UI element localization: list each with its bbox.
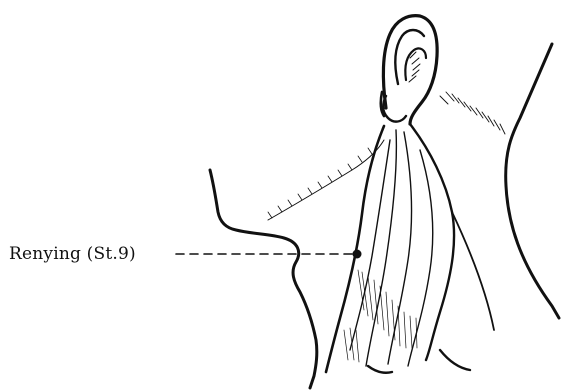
chin-and-throat-outline [210,170,317,388]
ear-inner-helix [395,30,424,84]
neck-lower-contour [452,212,494,330]
jaw-hatching [268,148,372,218]
ear-antihelix [405,48,426,80]
muscle-shading [344,270,417,362]
acupoint-marker [353,250,362,259]
hair-shading [440,92,505,134]
clavicle-lines [368,350,470,373]
ear-shading [409,52,420,82]
ear-drawing [381,16,437,124]
ear-outer-outline [383,16,437,124]
muscle-front-edge [326,126,384,372]
back-of-neck-outline [506,44,559,318]
muscle-fibers [350,130,433,366]
acupoint-label: Renying (St.9) [9,244,136,264]
